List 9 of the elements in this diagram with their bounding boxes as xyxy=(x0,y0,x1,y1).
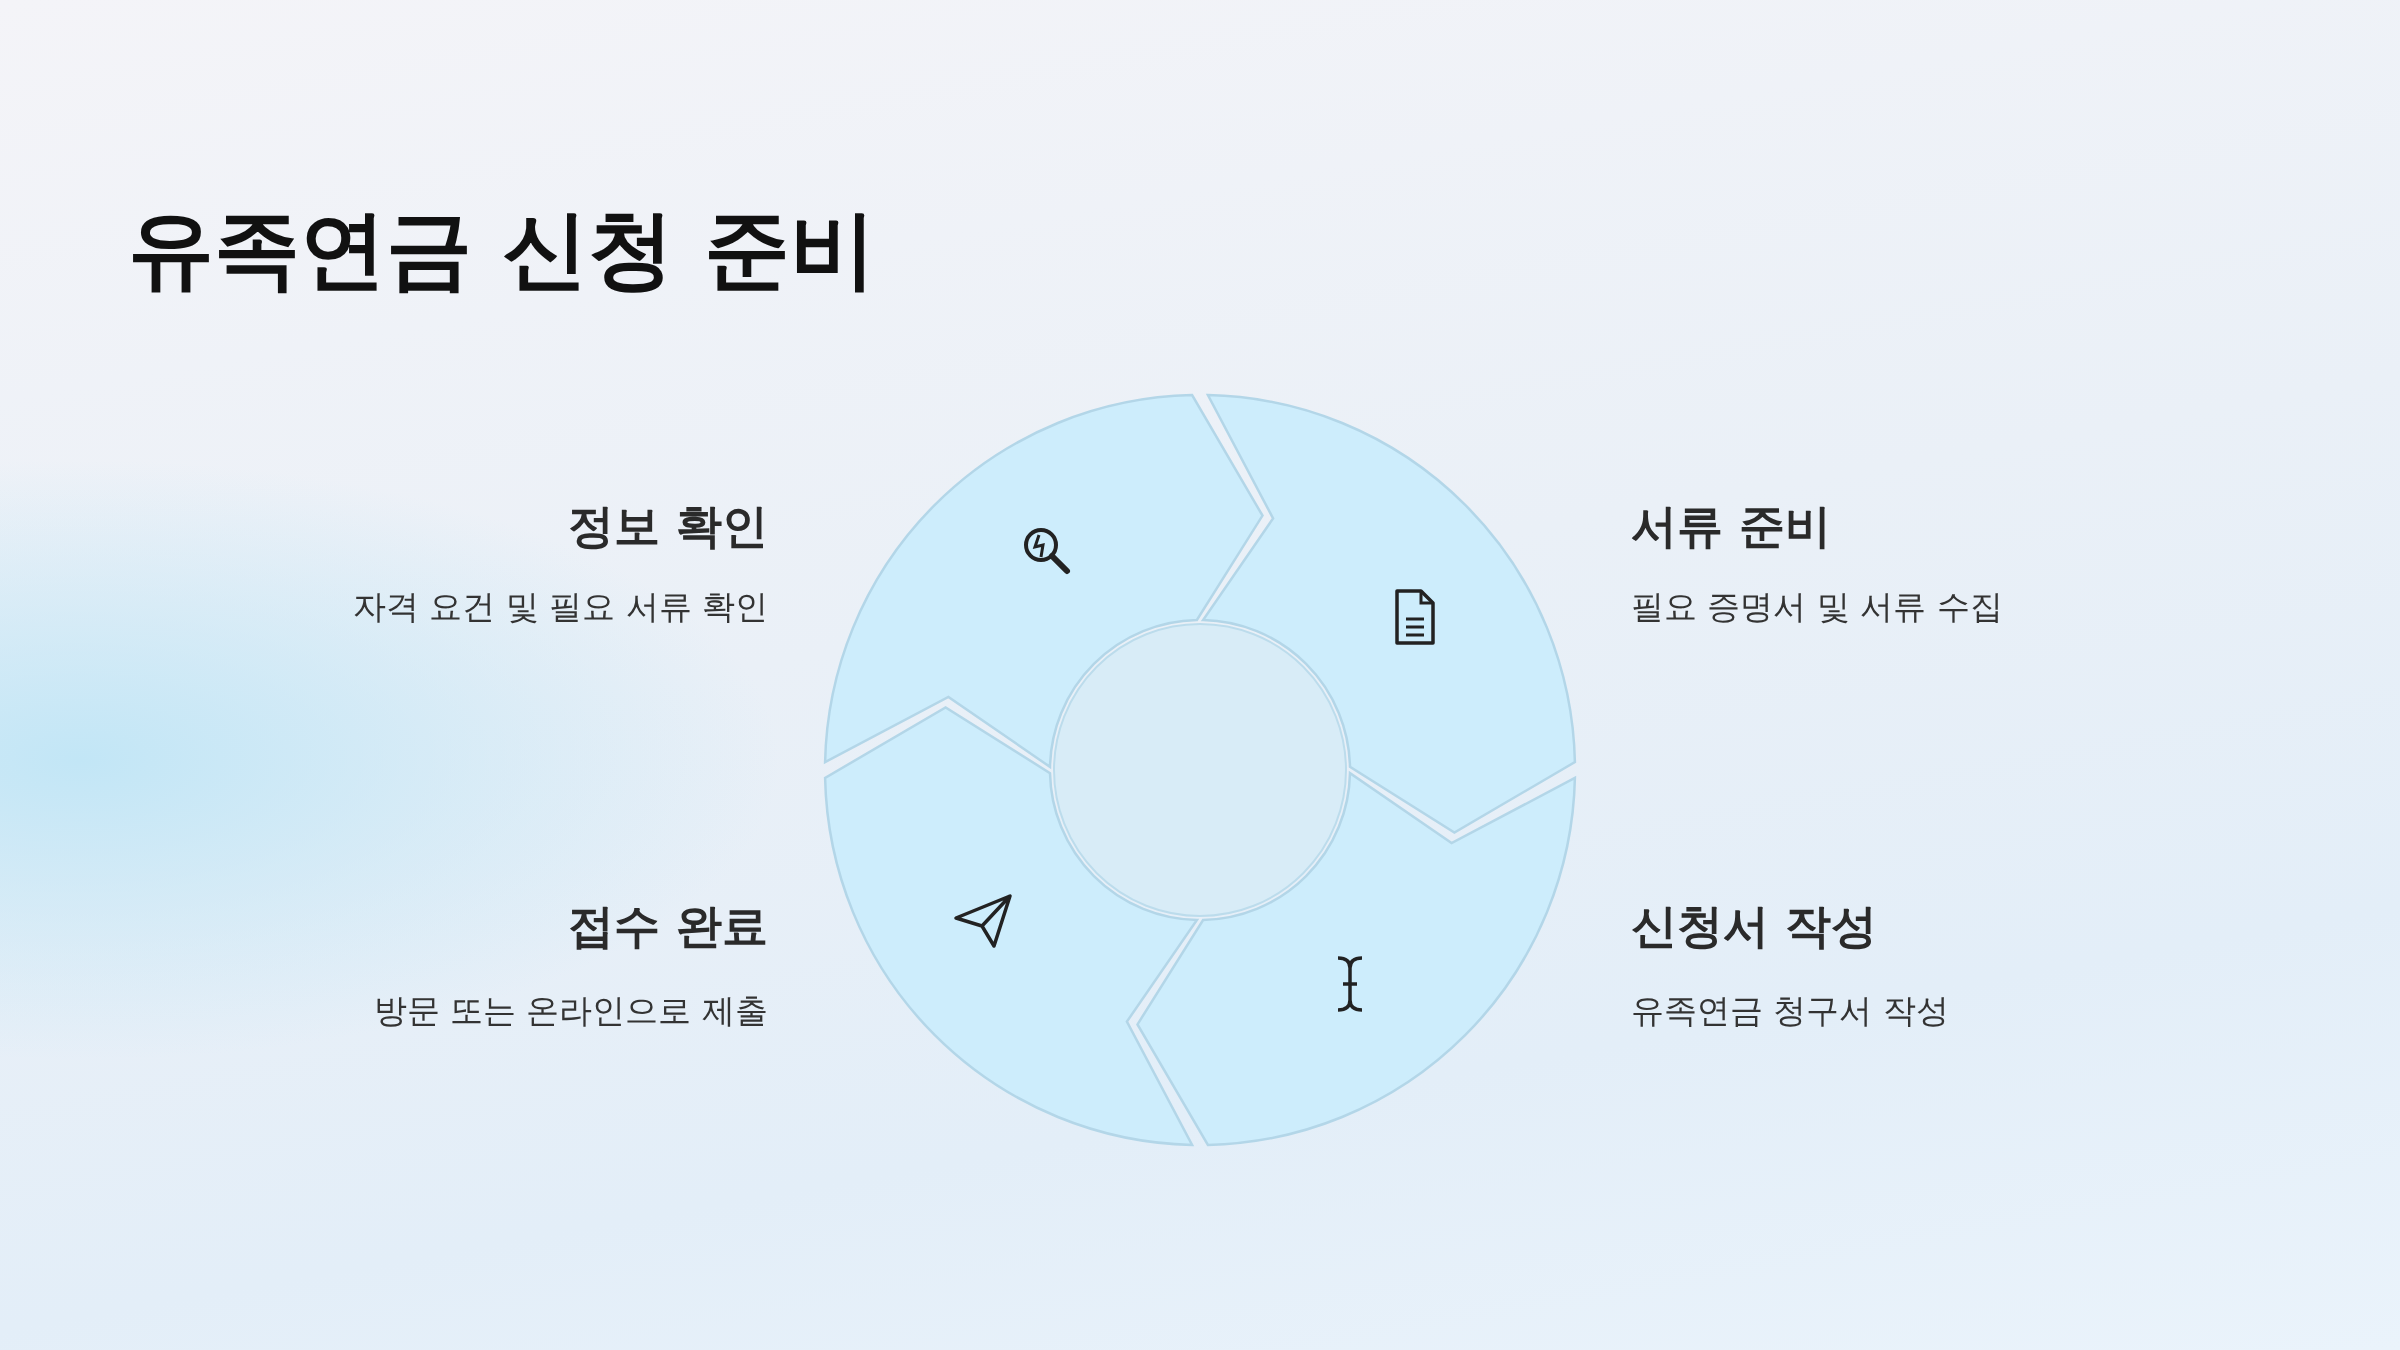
step-description: 자격 요건 및 필요 서류 확인 xyxy=(352,586,768,628)
step-heading: 서류 준비 xyxy=(1631,498,1831,555)
step-description: 방문 또는 온라인으로 제출 xyxy=(373,990,768,1032)
step-description: 유족연금 청구서 작성 xyxy=(1631,990,1949,1032)
title: 유족연금 신청 준비 xyxy=(128,198,876,301)
step-description: 필요 증명서 및 서류 수집 xyxy=(1631,586,2003,628)
step-heading: 접수 완료 xyxy=(568,898,768,955)
step-heading: 신청서 작성 xyxy=(1631,898,1877,955)
step-heading: 정보 확인 xyxy=(568,498,768,555)
